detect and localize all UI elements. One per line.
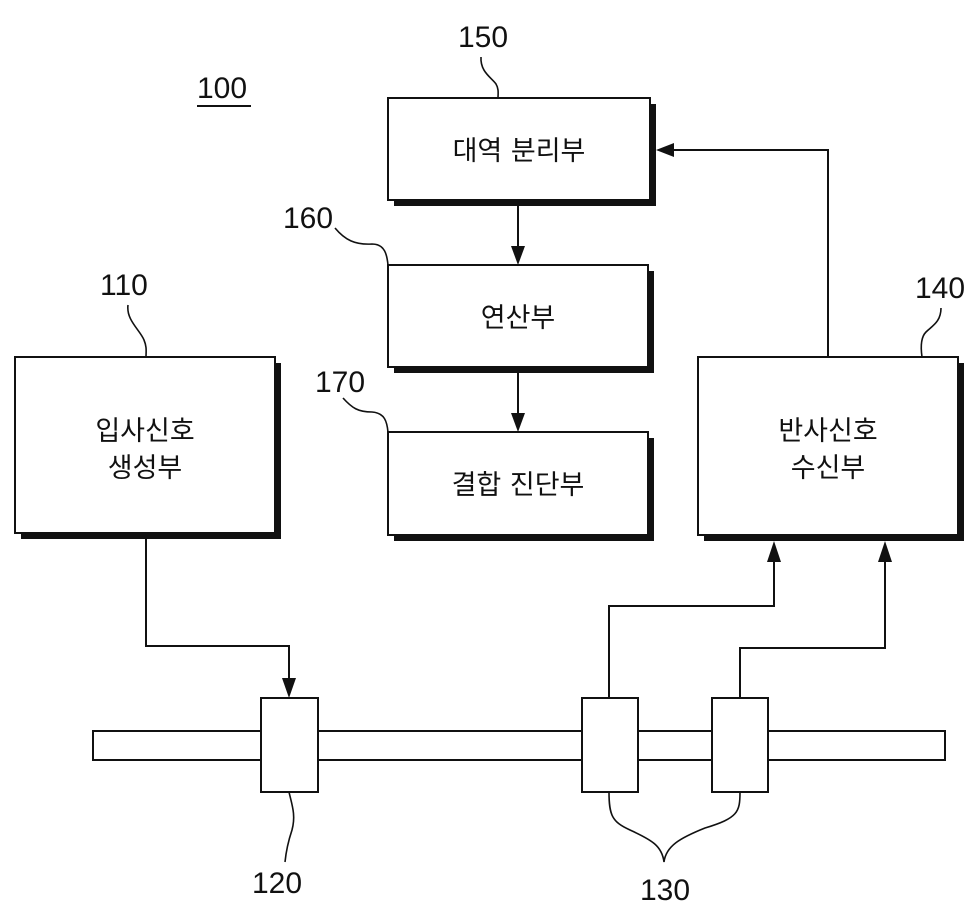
block-frame bbox=[387, 264, 649, 368]
connector-130a-to-140 bbox=[608, 560, 775, 698]
block-label-line-2: 수신부 bbox=[791, 453, 866, 484]
figure-reference-label: 100 bbox=[197, 72, 247, 105]
block-band-separator: 대역 분리부 bbox=[387, 97, 656, 206]
ref-label-160: 160 bbox=[283, 202, 333, 235]
ref-label-150: 150 bbox=[458, 21, 508, 54]
leader-line-110 bbox=[127, 304, 147, 358]
brace-130 bbox=[608, 791, 741, 863]
coupler-reflected-2 bbox=[711, 697, 769, 793]
block-label-line-1: 결합 진단부 bbox=[452, 470, 585, 501]
arrow-down-icon bbox=[511, 246, 525, 265]
block-reflected-signal-receiver: 반사신호 수신부 bbox=[697, 356, 964, 541]
ref-label-120: 120 bbox=[252, 867, 302, 900]
block-incident-signal-generator: 입사신호 생성부 bbox=[14, 356, 281, 539]
arrow-up-icon bbox=[878, 541, 892, 562]
block-calculation-unit: 연산부 bbox=[387, 264, 654, 373]
leader-line-170 bbox=[342, 397, 389, 433]
arrow-down-icon bbox=[282, 678, 296, 698]
ref-label-130: 130 bbox=[640, 874, 690, 907]
block-frame bbox=[387, 431, 649, 536]
ref-label-140: 140 bbox=[915, 272, 965, 305]
leader-line-160 bbox=[334, 227, 389, 266]
coupler-reflected-1 bbox=[581, 697, 639, 793]
connector-130b-to-140 bbox=[739, 560, 886, 698]
block-label-line-1: 대역 분리부 bbox=[453, 136, 586, 167]
ref-label-110: 110 bbox=[100, 269, 148, 302]
leader-line-140 bbox=[920, 307, 942, 358]
leader-line-150 bbox=[480, 56, 499, 99]
connector-110-to-120 bbox=[145, 539, 290, 680]
connector-140-to-150 bbox=[670, 149, 829, 357]
block-frame bbox=[387, 97, 651, 201]
arrow-down-icon bbox=[511, 413, 525, 432]
arrow-left-icon bbox=[656, 143, 674, 157]
block-label-line-1: 반사신호 bbox=[778, 416, 877, 447]
coupler-incident bbox=[260, 697, 319, 793]
leader-line-120 bbox=[284, 791, 295, 863]
block-label-line-1: 입사신호 bbox=[95, 416, 194, 447]
block-label-line-2: 생성부 bbox=[108, 453, 183, 484]
block-coupling-diagnosis-unit: 결합 진단부 bbox=[387, 431, 654, 541]
block-label-line-1: 연산부 bbox=[481, 303, 556, 334]
ref-label-170: 170 bbox=[315, 366, 365, 399]
transmission-line bbox=[92, 730, 946, 761]
block-frame bbox=[14, 356, 276, 534]
block-frame bbox=[697, 356, 959, 536]
arrow-up-icon bbox=[767, 541, 781, 562]
